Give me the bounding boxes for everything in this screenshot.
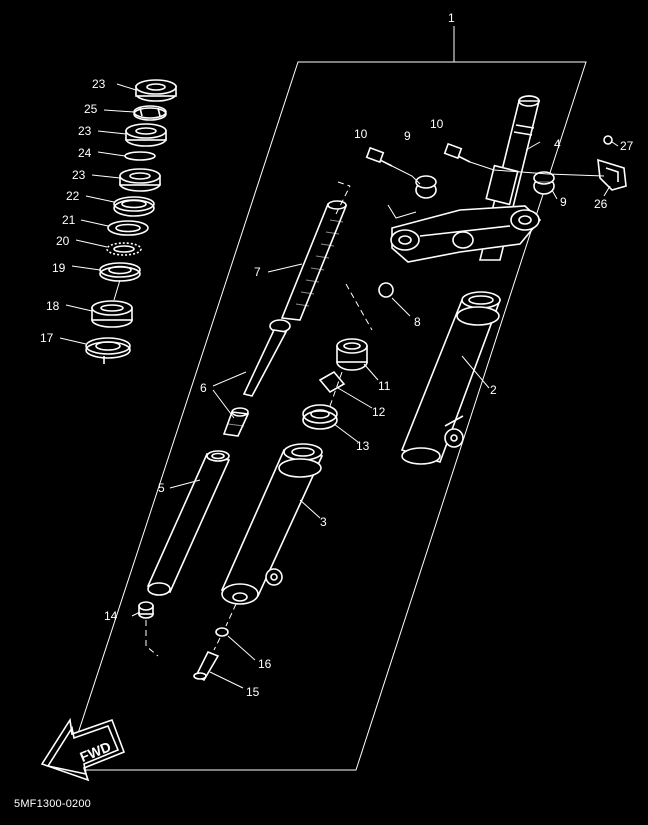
callout-8: 8 (414, 315, 421, 329)
callout-4: 4 (554, 137, 561, 151)
callout-1: 1 (448, 11, 455, 25)
fwd-arrow-icon: FWD (40, 717, 126, 782)
part-12-clip (318, 370, 346, 394)
part-9-cap-left (415, 175, 437, 199)
callout-14: 14 (104, 609, 118, 623)
part-24-washer (124, 151, 156, 161)
callout-9-right: 9 (560, 195, 567, 209)
callout-23-mid: 23 (78, 124, 92, 138)
part-9-cap-right (533, 171, 555, 195)
part-27-screw (603, 135, 613, 145)
part-10-bolt-right (443, 142, 471, 163)
part-15-bolt (193, 650, 220, 682)
part-23-top-nut (135, 79, 177, 102)
bearing-stack (85, 79, 177, 364)
part-10-bolt-left (365, 146, 393, 167)
part-7-fork-spring (280, 200, 348, 321)
part-19-bearing-race (99, 262, 141, 282)
callout-18: 18 (46, 299, 60, 313)
assembly-frame (65, 61, 587, 771)
part-21-bearing-race (107, 220, 149, 236)
callout-26: 26 (594, 197, 608, 211)
callout-labels: 1 2 3 4 5 6 7 8 9 9 10 10 11 12 13 14 15… (40, 11, 634, 699)
callout-10-right: 10 (430, 117, 444, 131)
callout-5: 5 (158, 481, 165, 495)
callout-24: 24 (78, 146, 92, 160)
callout-25: 25 (84, 102, 98, 116)
callout-9-left: 9 (404, 129, 411, 143)
callout-12: 12 (372, 405, 386, 419)
part-25-lock-washer (133, 105, 167, 121)
part-2-outer-tube (400, 291, 502, 465)
callout-17: 17 (40, 331, 54, 345)
callout-13: 13 (356, 439, 370, 453)
part-23-ball-race (119, 168, 161, 192)
callout-10-left: 10 (354, 127, 368, 141)
part-16-gasket (215, 627, 229, 637)
part-14-oil-lock-piece (138, 601, 154, 619)
leader-lines (59, 83, 619, 689)
callout-6: 6 (200, 381, 207, 395)
part-20-ball-bearing (106, 242, 142, 256)
part-22-cover (113, 196, 155, 217)
part-11-oil-seal-cap (336, 338, 368, 371)
part-5-inner-tube (146, 450, 231, 596)
callout-21: 21 (62, 213, 76, 227)
callout-23-low: 23 (72, 168, 86, 182)
part-3-outer-tube (220, 443, 324, 605)
part-4-stem-sleeve (485, 164, 519, 206)
callout-20: 20 (56, 234, 70, 248)
part-8-o-ring (378, 282, 394, 298)
callout-27: 27 (620, 139, 634, 153)
callout-11: 11 (378, 379, 391, 393)
part-17-dust-seal (85, 337, 131, 364)
callout-2: 2 (490, 383, 497, 397)
callout-23-top: 23 (92, 77, 106, 91)
part-26-bracket (597, 158, 627, 191)
callout-16: 16 (258, 657, 272, 671)
callout-15: 15 (246, 685, 260, 699)
callout-22: 22 (66, 189, 80, 203)
part-23-ring-nut (125, 123, 167, 147)
callout-19: 19 (52, 261, 66, 275)
callout-3: 3 (320, 515, 327, 529)
part-18-ball-race (91, 300, 133, 328)
drawing-code: 5MF1300-0200 (14, 798, 92, 810)
part-upper-bracket (390, 205, 542, 263)
part-6-damper-rod (222, 319, 291, 437)
part-13-oil-seal (302, 404, 338, 430)
callout-7: 7 (254, 265, 261, 279)
right-fork-assembly (390, 95, 627, 465)
